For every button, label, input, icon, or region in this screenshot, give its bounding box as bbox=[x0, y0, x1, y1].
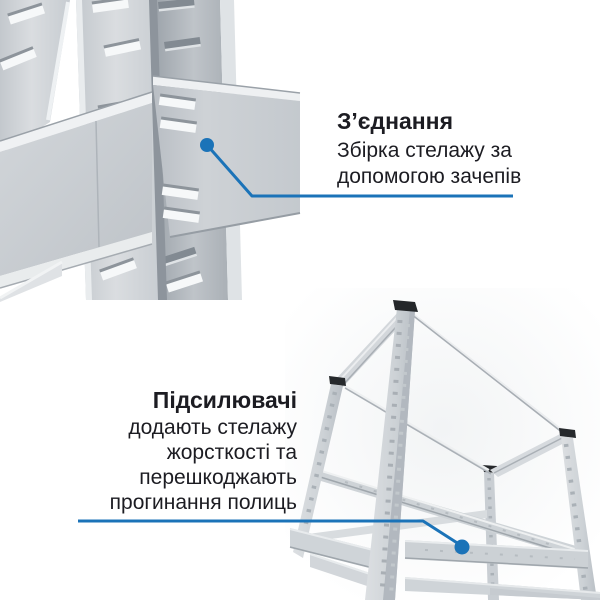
left-post bbox=[293, 376, 346, 558]
joint-description-line: допомогою зачепів bbox=[337, 165, 522, 188]
shelving-frame-photo bbox=[285, 288, 600, 600]
shelf-beam-right bbox=[152, 75, 301, 238]
reinforcers-description-line: додають стелажу bbox=[128, 416, 297, 439]
top-frame-rails bbox=[335, 308, 570, 477]
reinforcers-description-line: перешкоджають bbox=[139, 466, 297, 489]
reinforcers-description-line: жорсткості та bbox=[166, 441, 297, 464]
shelf-beam-left bbox=[0, 91, 153, 289]
joint-description-line: Збірка стелажу за bbox=[337, 139, 512, 162]
post-corner-crease bbox=[149, 0, 167, 300]
joint-callout-text: З’єднання Збірка стелажу за допомогою за… bbox=[337, 108, 521, 190]
reinforcers-heading: Підсилювачі bbox=[152, 387, 297, 413]
reinforcers-callout-text: Підсилювачі додають стелажу жорсткості т… bbox=[30, 387, 297, 515]
joint-photo bbox=[0, 0, 301, 302]
reinforcers-description-line: прогинання полиць bbox=[109, 491, 297, 514]
corner-post bbox=[0, 0, 70, 154]
joint-heading: З’єднання bbox=[337, 108, 453, 134]
bottom-rails bbox=[309, 553, 600, 600]
shelf-beam-lower-left bbox=[0, 260, 63, 302]
